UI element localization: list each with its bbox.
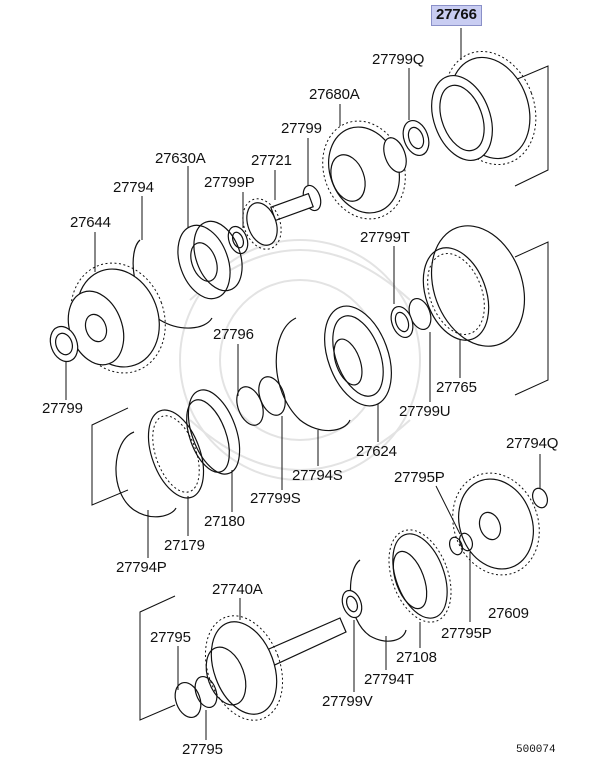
part-27765-drum bbox=[422, 225, 526, 347]
part-27799S-ring bbox=[258, 376, 286, 416]
watermark bbox=[179, 239, 421, 481]
part-27740A-shaft bbox=[204, 615, 347, 721]
part-label-27799T[interactable]: 27799T bbox=[360, 229, 410, 246]
part-27795-ring bbox=[174, 681, 202, 719]
part-label-27609[interactable]: 27609 bbox=[488, 605, 529, 622]
part-27794Q-ring bbox=[531, 487, 549, 509]
part-label-27794P[interactable]: 27794P bbox=[116, 559, 167, 576]
part-27794P-snap-ring bbox=[115, 431, 177, 518]
part-27630A-carrier bbox=[177, 220, 243, 300]
part-label-27799[interactable]: 27799 bbox=[281, 120, 322, 137]
part-label-27794S[interactable]: 27794S bbox=[292, 467, 343, 484]
leader-lines bbox=[65, 28, 541, 740]
part-label-27721[interactable]: 27721 bbox=[251, 152, 292, 169]
part-27799V-washer bbox=[341, 589, 363, 619]
part-27179-plate bbox=[147, 409, 205, 499]
part-label-27624[interactable]: 27624 bbox=[356, 443, 397, 460]
part-27721-sun-gear bbox=[242, 192, 314, 250]
part-27766-drum bbox=[431, 50, 537, 166]
part-27794S-snap-ring bbox=[275, 317, 351, 432]
part-label-27740A[interactable]: 27740A bbox=[212, 581, 263, 598]
part-label-27799P[interactable]: 27799P bbox=[204, 174, 255, 191]
diagram-code: 500074 bbox=[516, 744, 556, 756]
part-27180-plate bbox=[186, 389, 241, 475]
part-label-27795-lower[interactable]: 27795 bbox=[182, 741, 223, 758]
part-label-27799U[interactable]: 27799U bbox=[399, 403, 451, 420]
part-label-27795P-top[interactable]: 27795P bbox=[394, 469, 445, 486]
part-27794T-snap-ring bbox=[349, 559, 407, 642]
part-27680A-planetary bbox=[322, 120, 407, 220]
part-label-27799Q[interactable]: 27799Q bbox=[372, 51, 425, 68]
part-label-27799S[interactable]: 27799S bbox=[250, 490, 301, 507]
part-label-27799V[interactable]: 27799V bbox=[322, 693, 373, 710]
part-label-27794[interactable]: 27794 bbox=[113, 179, 154, 196]
part-label-27179[interactable]: 27179 bbox=[164, 537, 205, 554]
part-label-27108[interactable]: 27108 bbox=[396, 649, 437, 666]
part-27624-piston bbox=[324, 305, 392, 407]
part-label-27630A[interactable]: 27630A bbox=[155, 150, 206, 167]
part-label-27644[interactable]: 27644 bbox=[70, 214, 111, 231]
part-label-27796[interactable]: 27796 bbox=[213, 326, 254, 343]
part-label-27795-upper[interactable]: 27795 bbox=[150, 629, 191, 646]
part-label-27794T[interactable]: 27794T bbox=[364, 671, 414, 688]
part-label-27799-left[interactable]: 27799 bbox=[42, 400, 83, 417]
part-label-27795P-bottom[interactable]: 27795P bbox=[441, 625, 492, 642]
part-27795P-ring bbox=[458, 532, 474, 552]
part-label-27180[interactable]: 27180 bbox=[204, 513, 245, 530]
part-27796-ring bbox=[236, 386, 264, 426]
part-label-27766[interactable]: 27766 bbox=[431, 5, 482, 26]
part-27799P-washer bbox=[227, 225, 249, 255]
part-27108-hub bbox=[388, 529, 452, 623]
part-27609-gear bbox=[452, 472, 540, 576]
bracket-lines bbox=[91, 65, 549, 721]
part-label-27680A[interactable]: 27680A bbox=[309, 86, 360, 103]
part-label-27765[interactable]: 27765 bbox=[436, 379, 477, 396]
part-label-27794Q[interactable]: 27794Q bbox=[506, 435, 559, 452]
part-27644-gear bbox=[67, 262, 166, 374]
